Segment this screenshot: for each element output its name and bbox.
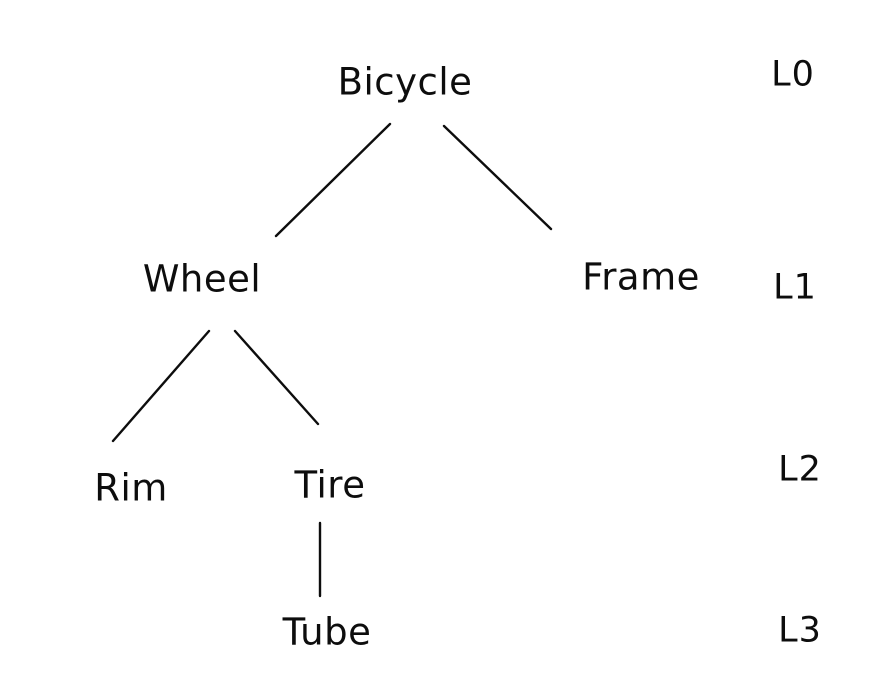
node-frame[interactable]: Frame <box>582 255 700 299</box>
node-bicycle[interactable]: Bicycle <box>337 60 473 104</box>
edge-wheel-to-tire <box>233 329 320 426</box>
node-rim[interactable]: Rim <box>94 466 168 510</box>
node-tire[interactable]: Tire <box>294 463 366 507</box>
level-label-l0: L0 <box>771 54 815 95</box>
node-tube[interactable]: Tube <box>282 610 372 654</box>
edge-bicycle-to-frame <box>442 124 553 231</box>
edge-wheel-to-rim <box>111 329 211 443</box>
level-label-l1: L1 <box>773 267 817 308</box>
level-label-l2: L2 <box>778 449 822 490</box>
edge-bicycle-to-wheel <box>274 122 392 238</box>
node-wheel[interactable]: Wheel <box>142 257 262 301</box>
level-label-l3: L3 <box>778 610 822 651</box>
